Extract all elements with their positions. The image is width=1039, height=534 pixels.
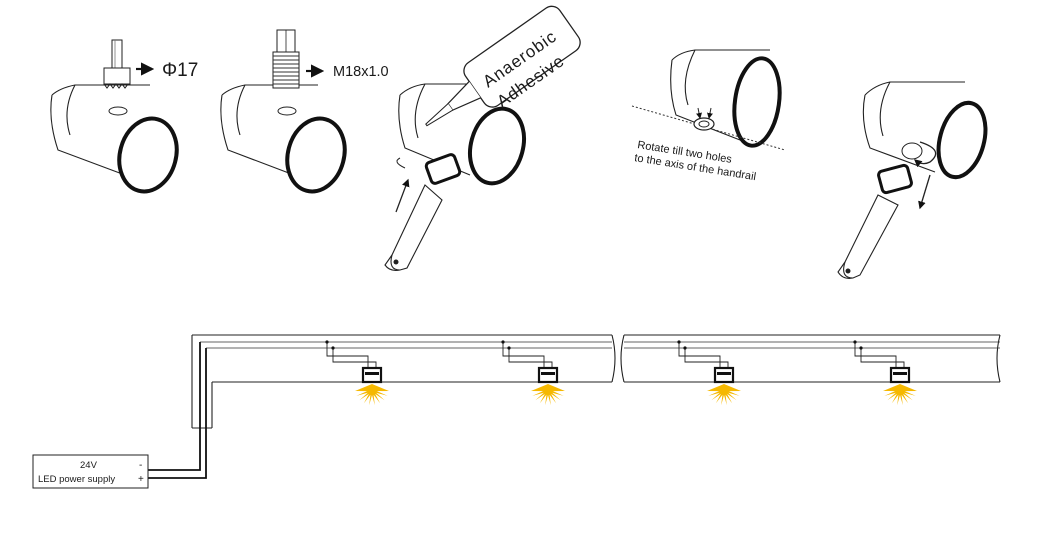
tube-5 — [862, 81, 988, 180]
light-burst-icon — [707, 384, 741, 406]
thread-size-label: M18x1.0 — [333, 64, 389, 80]
push-arrow-icon — [395, 157, 410, 213]
power-supply: 24V LED power supply - + — [32, 454, 149, 489]
adhesive-bottle-icon — [425, 5, 581, 127]
tube-4 — [631, 49, 786, 151]
step3-adhesive: Anaerobic Adhesive — [384, 5, 581, 271]
tap-icon — [272, 29, 300, 89]
step1-drill: Φ17 — [50, 39, 198, 194]
push-arrow-icon — [918, 174, 931, 210]
tube-3 — [398, 83, 526, 186]
tube-2 — [220, 84, 347, 194]
power-supply-box — [32, 454, 149, 489]
power-supply-name: LED power supply — [38, 474, 115, 485]
power-supply-voltage: 24V — [80, 460, 98, 471]
tube-1 — [50, 84, 179, 194]
power-supply-minus: - — [139, 460, 142, 471]
step5-insert — [837, 81, 988, 279]
light-burst-icon — [531, 384, 565, 406]
handrail-right — [620, 334, 1001, 383]
step2-tap: M18x1.0 — [220, 29, 389, 194]
led-light-4 — [853, 340, 917, 406]
led-light-2 — [501, 340, 565, 406]
rotate-arrow-icon — [914, 141, 937, 168]
light-burst-icon — [355, 384, 389, 406]
led-light-1 — [325, 340, 389, 406]
handrail-left — [148, 334, 616, 479]
hole-diameter-label: Φ17 — [162, 60, 198, 81]
led-lights — [325, 340, 917, 406]
led-light-3 — [677, 340, 741, 406]
light-burst-icon — [883, 384, 917, 406]
lamp-fixture-3 — [384, 153, 462, 271]
power-supply-plus: + — [138, 474, 144, 485]
hole-saw-icon — [103, 39, 131, 89]
step4-rotate: Rotate till two holes to the axis of the… — [631, 49, 786, 183]
lamp-fixture-5 — [837, 163, 913, 279]
